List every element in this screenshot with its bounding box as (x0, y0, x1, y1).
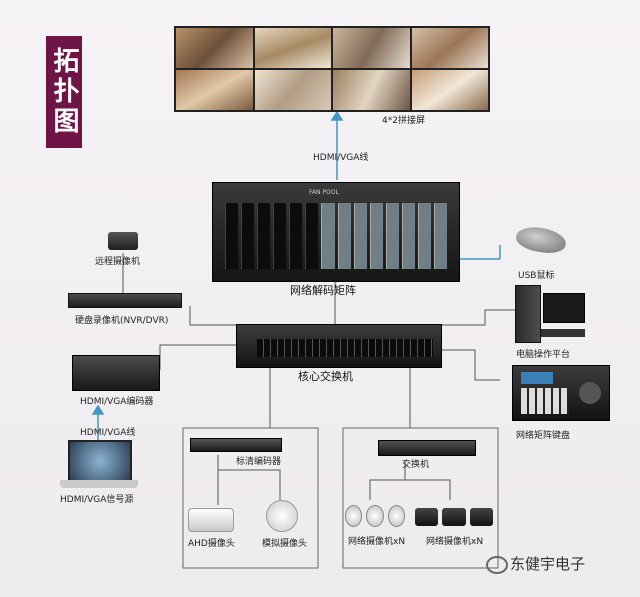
network-cameras-dome (345, 505, 405, 527)
remote-camera-icon (108, 232, 138, 250)
hd-encoder-device (190, 438, 282, 452)
watermark-label: 东健宇电子 (510, 555, 586, 573)
network-camera-label-1: 网络摄像机xN (348, 537, 406, 547)
matrix-fan-label: FAN POOL (309, 189, 339, 196)
analog-camera-icon (266, 500, 298, 532)
signal-source-label: HDMI/VGA信号源 (60, 495, 134, 505)
decoding-matrix: FAN POOL (212, 182, 460, 282)
core-switch (236, 324, 442, 368)
video-wall (174, 26, 490, 112)
analog-camera-label: 模拟摄像头 (262, 539, 308, 549)
video-wall-label: 4*2拼接屏 (382, 116, 425, 126)
usb-mouse-label: USB鼠标 (518, 271, 555, 281)
pc-icon (515, 285, 585, 343)
core-switch-label: 核心交换机 (298, 370, 353, 383)
network-cameras-bullet (415, 508, 493, 526)
ahd-camera-icon (188, 508, 234, 532)
hd-encoder-label: 标清编码器 (236, 457, 282, 467)
matrix-label: 网络解码矩阵 (290, 284, 356, 297)
title-badge: 拓扑图 (46, 36, 82, 148)
access-switch-label: 交换机 (402, 460, 430, 470)
network-camera-label-2: 网络摄像机xN (426, 537, 484, 547)
matrix-keyboard (512, 365, 610, 421)
dvr-label: 硬盘录像机(NVR/DVR) (75, 316, 169, 326)
hdmi-vga-encoder-label: HDMI/VGA编码器 (80, 397, 154, 407)
ahd-camera-label: AHD摄像头 (188, 539, 235, 549)
pc-label: 电脑操作平台 (516, 350, 571, 360)
dvr-device (68, 293, 182, 308)
remote-camera-label: 远程摄像机 (95, 257, 141, 267)
wechat-icon (486, 556, 508, 574)
access-switch-device (378, 440, 476, 456)
matrix-keyboard-label: 网络矩阵键盘 (516, 431, 571, 441)
hdmi-vga-line-label-mid: HDMI/VGA线 (80, 428, 136, 438)
hdmi-vga-encoder (72, 355, 160, 391)
laptop-icon (60, 440, 140, 492)
hdmi-vga-line-label-top: HDMI/VGA线 (313, 153, 369, 163)
